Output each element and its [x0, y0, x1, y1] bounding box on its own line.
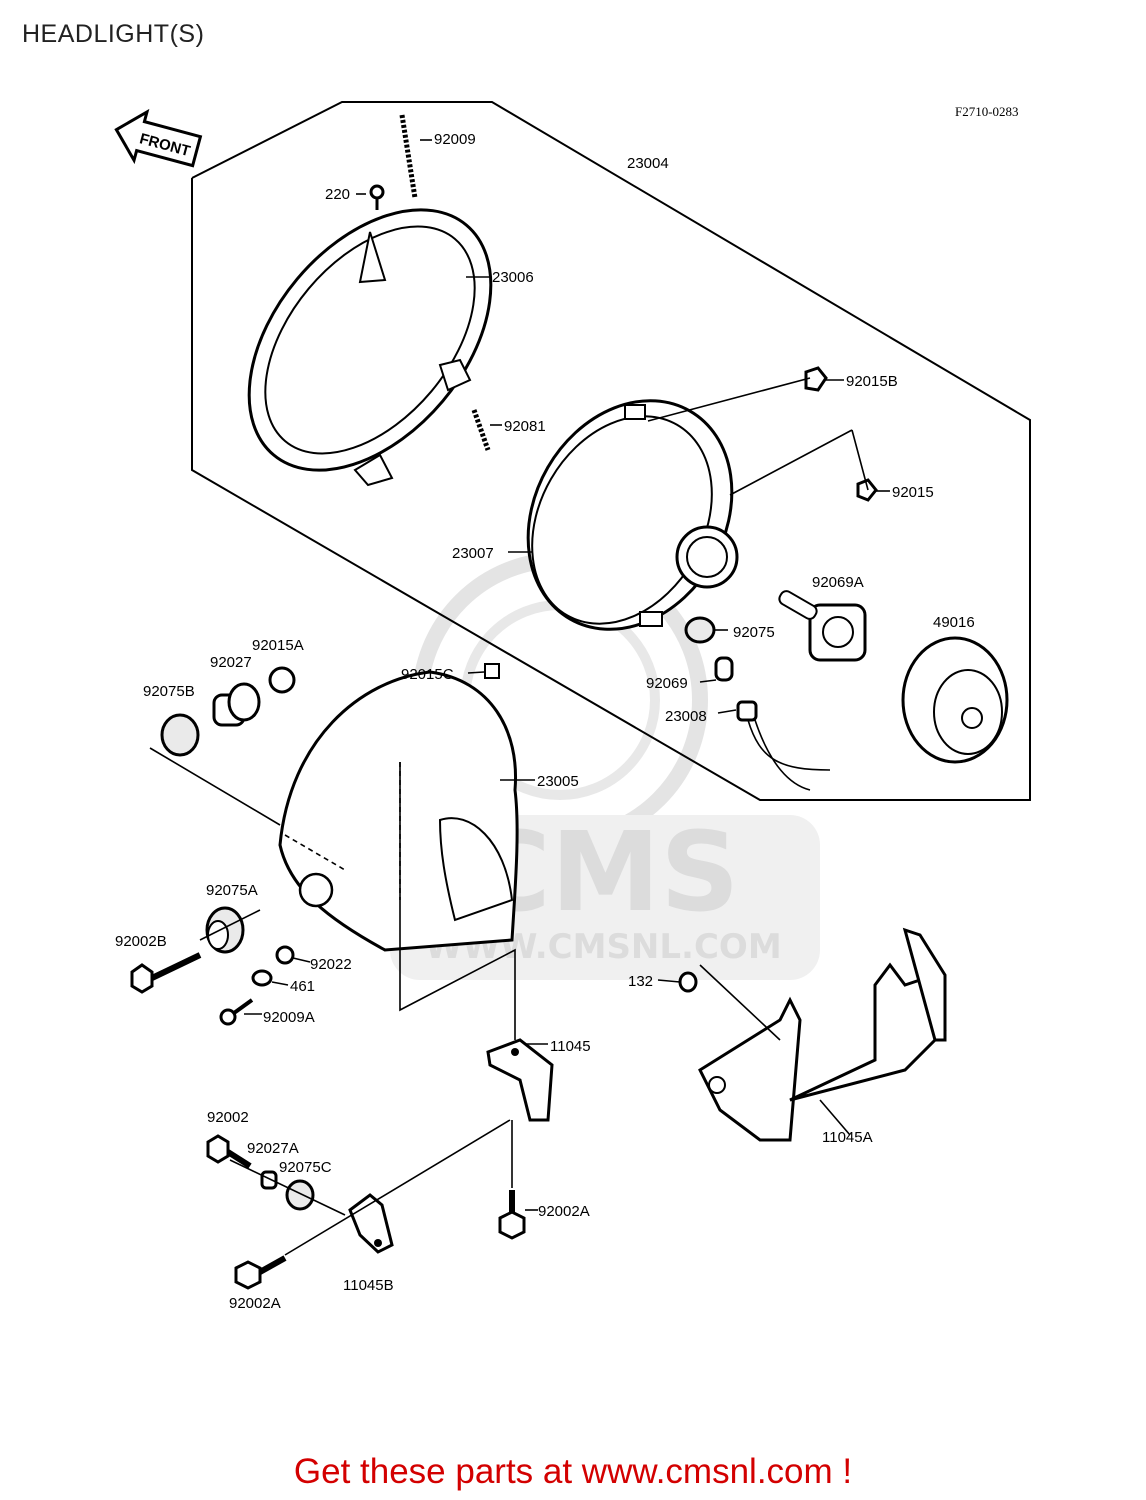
bracket-11045: [486, 1038, 554, 1122]
callout-92022: 92022: [310, 956, 352, 973]
callout-92075a: 92075A: [206, 882, 258, 899]
callout-461: 461: [290, 978, 315, 995]
screw-92022: [275, 945, 295, 965]
headlight-unit: [526, 399, 739, 631]
promo-footer[interactable]: Get these parts at www.cmsnl.com !: [0, 1452, 1146, 1492]
grommet-92075b: [160, 713, 200, 757]
callout-92027: 92027: [210, 654, 252, 671]
callout-23006: 23006: [492, 269, 534, 286]
callout-11045: 11045: [550, 1038, 591, 1055]
callout-92009: 92009: [434, 131, 476, 148]
callout-92015: 92015: [892, 484, 934, 501]
washer-461: [251, 969, 273, 987]
bulb-92069a: [778, 590, 867, 662]
socket-23008: [736, 700, 831, 791]
assembly-lines: [149, 139, 890, 1256]
nut-92015: [856, 478, 878, 502]
callout-92015b: 92015B: [846, 373, 898, 390]
callout-23004: 23004: [627, 155, 669, 172]
callout-220: 220: [325, 186, 350, 203]
headlight-rim: [247, 208, 493, 487]
screw-220: [369, 184, 385, 210]
callout-132: 132: [628, 973, 653, 990]
bolt-92002: [206, 1134, 252, 1169]
screw-92009a: [219, 998, 254, 1026]
callout-labels: 92009 23004 220 23006 92015B 92081 92015…: [115, 131, 975, 1312]
bolt-92002b: [130, 952, 202, 994]
callout-49016: 49016: [933, 614, 975, 631]
screw-92009: [399, 114, 418, 199]
grommet-92075a: [205, 906, 245, 954]
callout-23005: 23005: [537, 773, 579, 790]
callout-92027a: 92027A: [247, 1140, 299, 1157]
nut-92015a: [268, 666, 296, 694]
clip-132: [678, 971, 698, 993]
bulb-92069: [714, 656, 734, 682]
callout-92075: 92075: [733, 624, 775, 641]
callout-92075b: 92075B: [143, 683, 195, 700]
collar-92027: [212, 682, 261, 727]
callout-92002b: 92002B: [115, 933, 167, 950]
dust-cover-49016: [901, 636, 1009, 764]
callout-92069: 92069: [646, 675, 688, 692]
callout-92075c: 92075C: [279, 1159, 332, 1176]
callout-11045a: 11045A: [822, 1129, 873, 1146]
callout-92002a-lower: 92002A: [229, 1295, 281, 1312]
callout-23007: 23007: [452, 545, 494, 562]
front-arrow-icon: FRONT: [114, 108, 203, 168]
promo-link[interactable]: Get these parts at www.cmsnl.com !: [293, 1452, 853, 1491]
callout-92002a-middle: 92002A: [538, 1203, 590, 1220]
bolt-92002a-upper: [498, 1190, 526, 1240]
screw-92081: [471, 409, 491, 451]
nut-92015b: [804, 366, 828, 392]
callout-92009a: 92009A: [263, 1009, 315, 1026]
callout-92069a: 92069A: [812, 574, 864, 591]
callout-92015a: 92015A: [252, 637, 304, 654]
callout-23008: 23008: [665, 708, 707, 725]
assembly-outline: [191, 101, 1031, 801]
grommet-92075c: [285, 1179, 315, 1211]
callout-11045b: 11045B: [343, 1277, 394, 1294]
callout-92015c: 92015C: [401, 666, 454, 683]
nut-92015c: [484, 663, 500, 679]
grommet-92075: [684, 616, 716, 644]
bolt-92002a-lower: [234, 1255, 287, 1290]
callout-92081: 92081: [504, 418, 546, 435]
callout-92002: 92002: [207, 1109, 249, 1126]
page-title: HEADLIGHT(S): [22, 20, 205, 48]
figure-code: F2710-0283: [955, 104, 1019, 119]
collar-92027a: [260, 1170, 278, 1190]
headlight-housing: [278, 663, 519, 952]
